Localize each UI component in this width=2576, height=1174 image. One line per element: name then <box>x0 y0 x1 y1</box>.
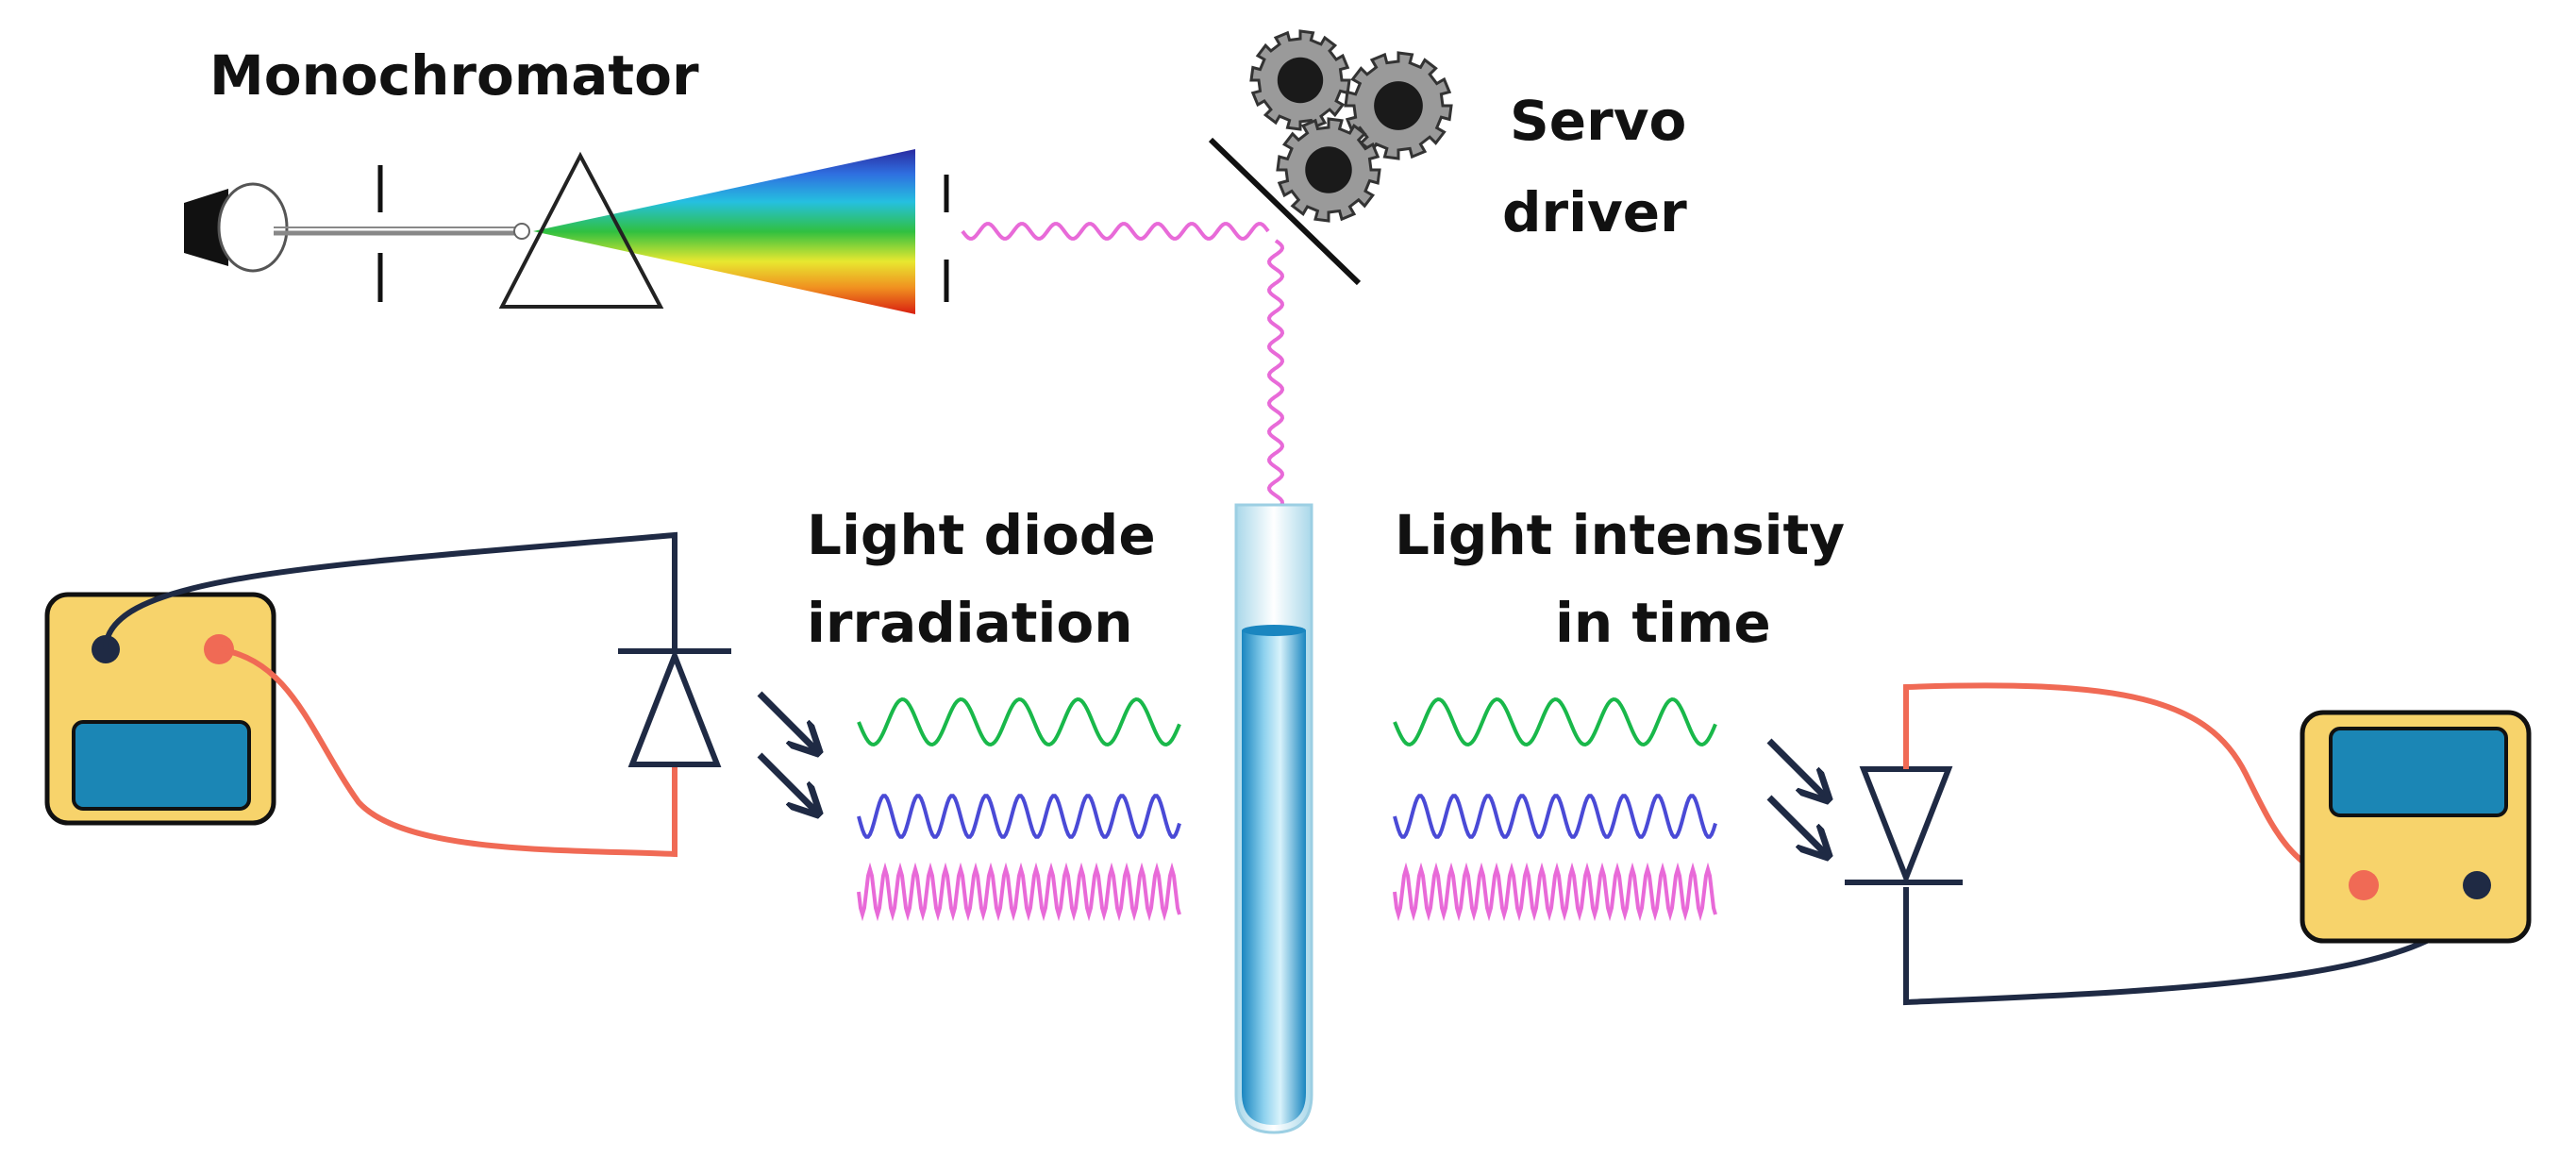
gears-icon <box>1249 29 1453 223</box>
waves-left <box>857 696 1181 922</box>
wire-red-left <box>218 646 677 858</box>
label-diode-line2: irradiation <box>807 591 1133 655</box>
multimeter-icon-left <box>44 592 276 826</box>
spectrum-fan <box>533 149 915 314</box>
prism-icon <box>498 151 664 309</box>
label-intensity-line2: in time <box>1555 591 1771 655</box>
wave-green <box>1393 696 1717 747</box>
lamp-icon <box>184 182 289 273</box>
emission-arrows-left <box>757 691 816 812</box>
wave-green <box>857 696 1181 747</box>
wire-red-right <box>1903 682 2365 888</box>
gear-hub-3 <box>1305 146 1352 193</box>
diode-icon-left <box>618 647 731 767</box>
wave-pink <box>1393 862 1717 922</box>
wave-blue <box>1393 794 1717 839</box>
label-diode-line1: Light diode <box>807 503 1156 567</box>
light-beam-horizontal <box>961 222 1270 241</box>
label-servo-line1: Servo <box>1510 89 1686 153</box>
label-monochromator: Monochromator <box>209 43 699 108</box>
wire-dark-left <box>103 531 677 651</box>
detection-arrows-right <box>1766 738 1826 854</box>
mirror-icon <box>1208 137 1362 286</box>
test-tube-icon <box>1234 503 1313 1134</box>
wave-pink <box>857 862 1181 922</box>
label-servo-line2: driver <box>1502 180 1687 244</box>
waves-right <box>1393 696 1717 922</box>
multimeter-icon-right <box>2300 710 2532 944</box>
gear-hub-2 <box>1374 81 1423 130</box>
label-intensity-line1: Light intensity <box>1395 503 1845 567</box>
wave-blue <box>857 794 1181 839</box>
diode-icon-right <box>1845 766 1963 886</box>
gear-hub-1 <box>1277 57 1324 104</box>
